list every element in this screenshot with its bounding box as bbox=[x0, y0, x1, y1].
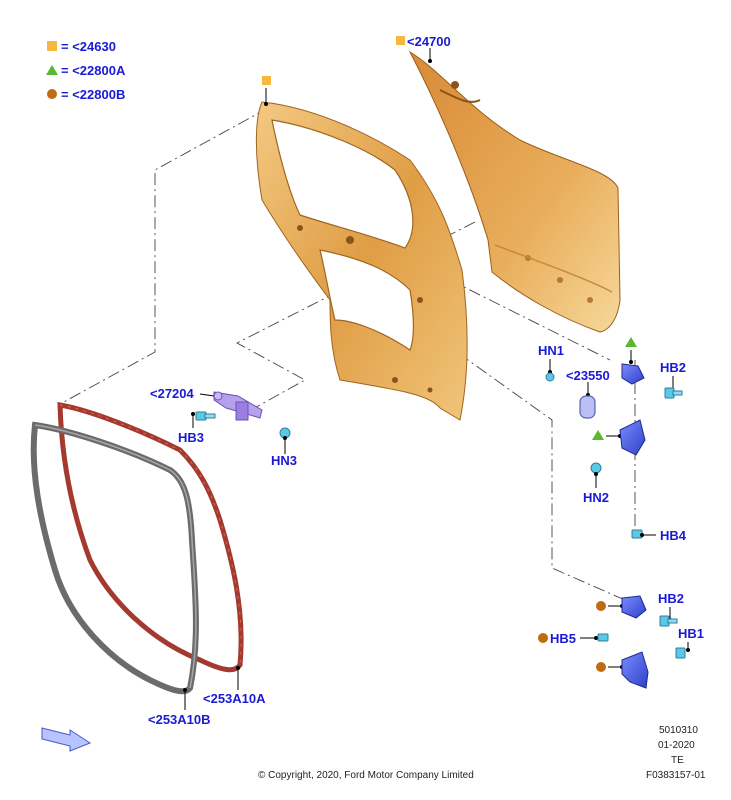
hn1-label: HN1 bbox=[538, 343, 564, 358]
door-seal-a bbox=[57, 402, 244, 673]
copyright-text: © Copyright, 2020, Ford Motor Company Li… bbox=[258, 770, 474, 781]
door-seal-b bbox=[30, 421, 199, 695]
circle-marker-icon bbox=[596, 601, 606, 611]
door-check-arm bbox=[213, 391, 263, 421]
hb3-label: HB3 bbox=[178, 430, 204, 445]
seal-b-label: <253A10B bbox=[148, 712, 211, 727]
triangle-marker-icon bbox=[592, 430, 604, 440]
hb2-lower-bolt-icon bbox=[659, 615, 678, 627]
direction-arrow-icon bbox=[41, 727, 92, 752]
legend-label-22800a: = <22800A bbox=[61, 63, 126, 78]
circle-marker-icon bbox=[596, 662, 606, 672]
lower-body-hinge bbox=[621, 651, 649, 689]
legend-circle-icon bbox=[47, 89, 57, 99]
legend-label-22800b: = <22800B bbox=[61, 87, 125, 102]
hb2-upper-label: HB2 bbox=[660, 360, 686, 375]
triangle-marker-icon bbox=[625, 337, 637, 347]
legend-label-24630: = <24630 bbox=[61, 39, 116, 54]
footer-figure: F0383157-01 bbox=[646, 770, 706, 781]
hb1-bolt-icon bbox=[675, 647, 686, 659]
part-23550-icon bbox=[579, 395, 596, 419]
upper-door-hinge bbox=[621, 363, 645, 385]
hn3-label: HN3 bbox=[271, 453, 297, 468]
footer-code: 5010310 bbox=[659, 725, 698, 736]
hb2-lower-label: HB2 bbox=[658, 591, 684, 606]
hn2-nut-icon bbox=[590, 462, 602, 474]
door-inner-frame bbox=[255, 101, 468, 421]
lower-door-hinge bbox=[621, 595, 647, 619]
hb5-label: HB5 bbox=[550, 631, 576, 646]
footer-region: TE bbox=[671, 755, 684, 766]
door-outer-panel bbox=[408, 50, 621, 333]
outer-panel-label: <24700 bbox=[407, 34, 451, 49]
hn2-label: HN2 bbox=[583, 490, 609, 505]
part-23550-label: <23550 bbox=[566, 368, 610, 383]
square-marker-icon bbox=[262, 76, 271, 85]
hb4-label: HB4 bbox=[660, 528, 687, 543]
seal-a-label: <253A10A bbox=[203, 691, 266, 706]
legend: = <24630 = <22800A = <22800B bbox=[46, 39, 126, 102]
check-arm-label: <27204 bbox=[150, 386, 195, 401]
footer-date: 01-2020 bbox=[658, 740, 695, 751]
legend-triangle-icon bbox=[46, 65, 58, 75]
hn1-nut-icon bbox=[545, 372, 555, 382]
circle-marker-icon bbox=[538, 633, 548, 643]
square-marker-icon bbox=[396, 36, 405, 45]
upper-body-hinge bbox=[619, 419, 646, 456]
hb3-bolt-icon bbox=[195, 411, 216, 421]
legend-square-icon bbox=[47, 41, 57, 51]
hb1-label: HB1 bbox=[678, 626, 704, 641]
hb2-upper-bolt-icon bbox=[664, 387, 683, 399]
hb5-bolt-icon bbox=[597, 633, 609, 642]
